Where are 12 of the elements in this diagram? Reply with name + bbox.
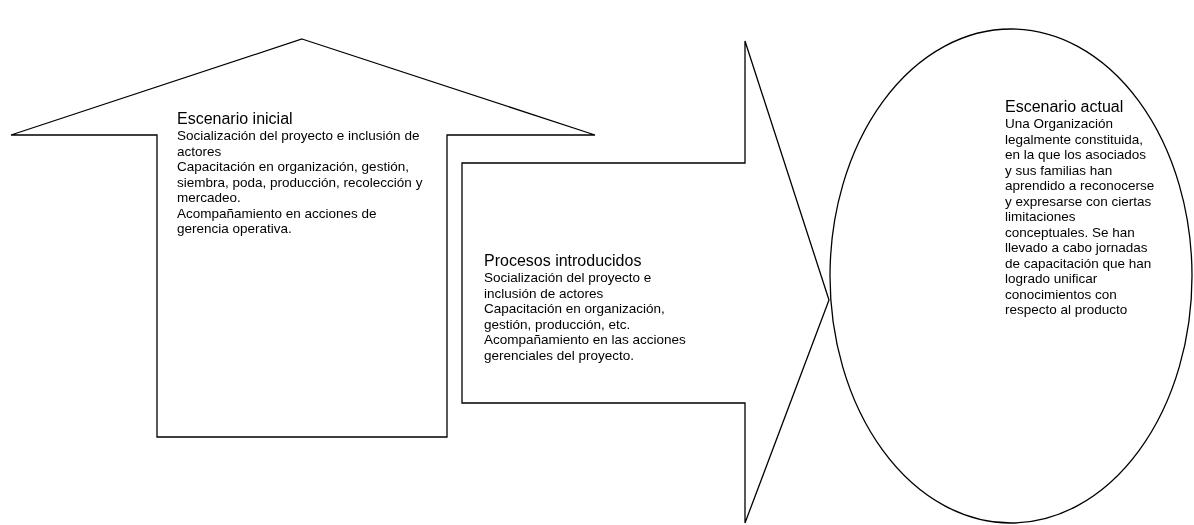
shape-text: Capacitación en organización, gestión, producción, etc. [484, 301, 666, 332]
shape-heading: Escenario inicial [177, 110, 294, 128]
shape-text: Una Organización legalmente constituida, en la que los asociados y sus familias han aprendido a reconocerse y expresarse con ciertas limitaciones conceptuales. Se han llevado a cabo jornadas de capacitación que han logrado unificar conocimientos con respecto al producto [1005, 116, 1155, 318]
shape-text: Capacitación en organización, gestión, siembra, poda, producción, recolección y mercadeo. [177, 159, 424, 206]
shape-text: Socialización del proyecto e inclusión de actores [177, 128, 421, 159]
ellipse-shape [829, 28, 1193, 524]
shape-heading: Procesos introducidos [484, 252, 643, 270]
shape-text: Acompañamiento en las acciones gerenciales del proyecto. [484, 332, 687, 363]
shape-text: Socialización del proyecto e inclusión de actores [484, 270, 653, 301]
right-arrow-shape [461, 40, 830, 524]
shape-heading: Escenario actual [1005, 98, 1125, 116]
shape-text: Acompañamiento en acciones de gerencia operativa. [177, 205, 378, 237]
